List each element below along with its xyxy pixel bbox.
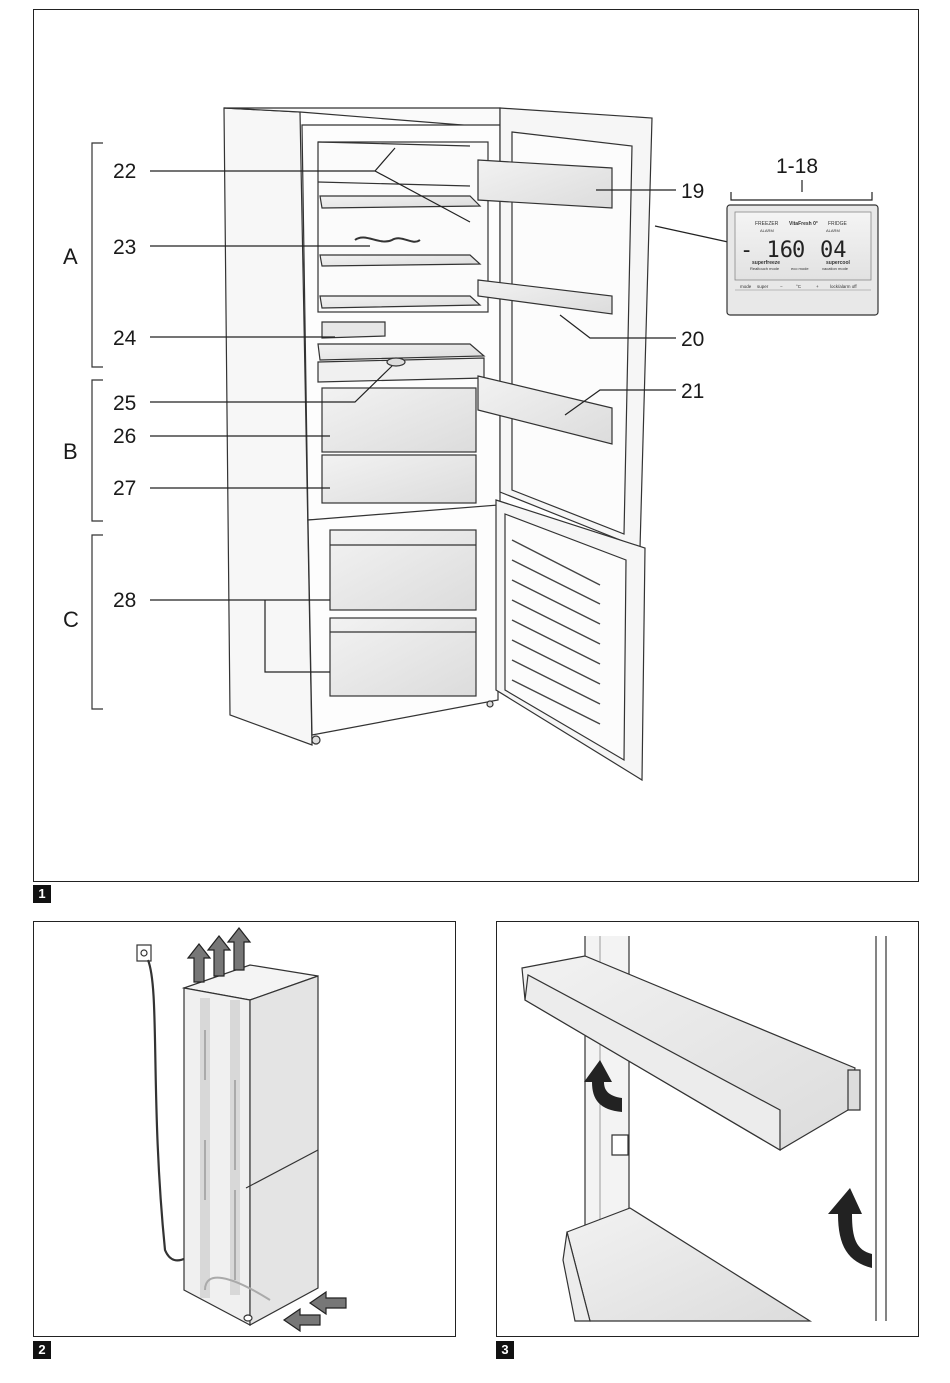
figure-3-tag: 3 <box>496 1341 514 1359</box>
lcd-vita-temp: 0 <box>792 238 805 263</box>
lcd-fridge-temp: 04 <box>820 238 847 263</box>
button-mode[interactable]: mode <box>740 284 752 289</box>
lcd-supercool: supercool <box>826 260 851 266</box>
lcd-freezer-label: FREEZER <box>755 221 779 227</box>
callout-20: 20 <box>681 328 704 351</box>
section-label-b: B <box>63 439 78 464</box>
button-lock-alarm-off[interactable]: lock/alarm off <box>830 284 857 289</box>
lcd-freezer-temp: - 16 <box>740 238 793 263</box>
callout-21: 21 <box>681 380 704 403</box>
fridge-illustration <box>223 107 653 782</box>
door-bin-illustration <box>521 936 887 1322</box>
callout-22: 22 <box>113 160 136 183</box>
leader-lines <box>150 147 873 673</box>
button-super[interactable]: super <box>757 284 769 289</box>
lcd-eco-mode: eco mode <box>791 266 809 271</box>
section-label-c: C <box>63 607 79 632</box>
callout-1-18: 1-18 <box>776 155 818 178</box>
lcd-brand-label: VitaFresh 0° <box>789 221 818 227</box>
lcd-superfreeze: superfreeze <box>752 260 780 266</box>
section-label-a: A <box>63 244 78 269</box>
callout-24: 24 <box>113 327 137 350</box>
figure-2-tag: 2 <box>33 1341 51 1359</box>
button-celsius[interactable]: °C <box>796 284 802 289</box>
callout-26: 26 <box>113 425 136 448</box>
callout-19: 19 <box>681 180 704 203</box>
section-brackets <box>91 142 103 710</box>
callout-27: 27 <box>113 477 136 500</box>
control-panel: FREEZER VitaFresh 0° FRIDGE ALARM ALARM … <box>726 204 879 316</box>
callout-28: 28 <box>113 589 136 612</box>
ventilation-illustration <box>136 927 347 1333</box>
lcd-alarm-left: ALARM <box>760 228 774 233</box>
figure-1-tag: 1 <box>33 885 51 903</box>
callout-25: 25 <box>113 392 136 415</box>
callout-23: 23 <box>113 236 136 259</box>
lcd-fridge-label: FRIDGE <box>828 221 848 227</box>
lcd-alarm-right: ALARM <box>826 228 840 233</box>
button-minus[interactable]: − <box>780 284 783 289</box>
lcd-freeze-sub: Realtouch mode <box>750 266 780 271</box>
lcd-vacation: vacation mode <box>822 266 849 271</box>
button-plus[interactable]: + <box>816 284 819 289</box>
